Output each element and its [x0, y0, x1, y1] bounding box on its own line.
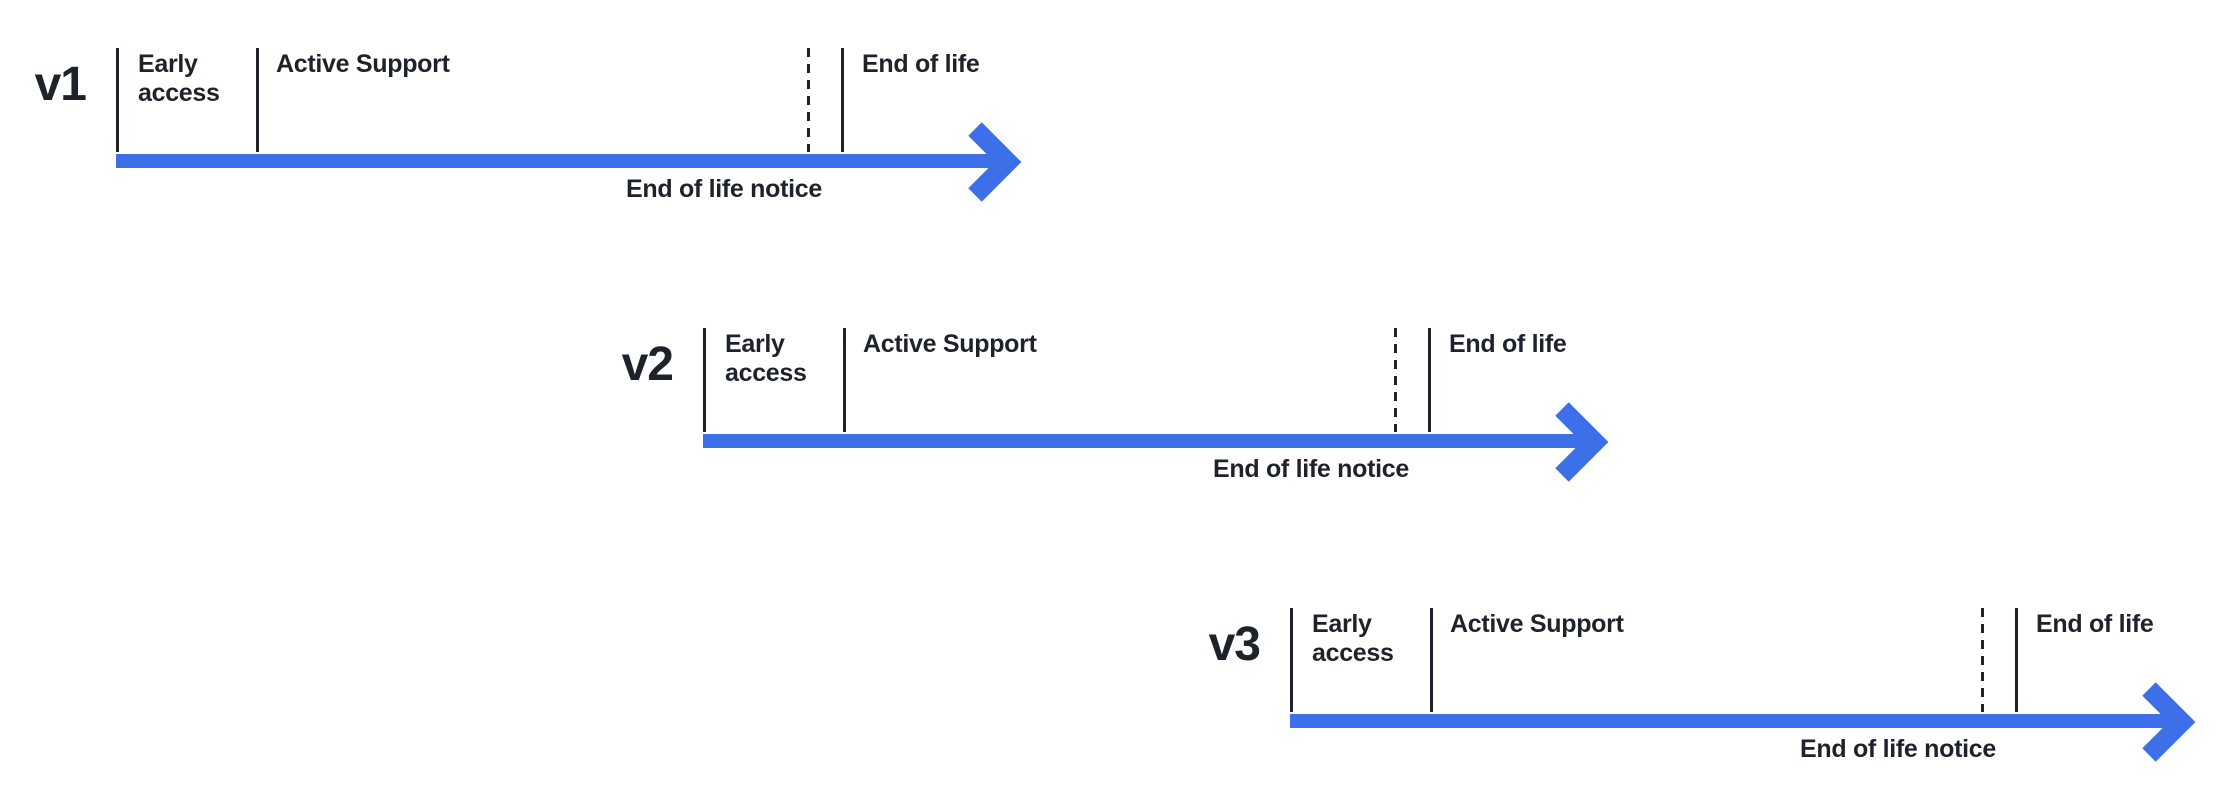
early-access-label: Early access — [1312, 610, 1394, 667]
active-support-start-tick — [1430, 608, 1433, 712]
timeline-arrow — [703, 402, 1609, 482]
early-access-start-tick — [703, 328, 706, 432]
end-of-life-notice-dashed-tick — [807, 48, 810, 152]
end-of-life-label: End of life — [862, 50, 980, 78]
early-access-label: Early access — [725, 330, 807, 387]
active-support-label: Active Support — [1450, 610, 1624, 638]
end-of-life-label: End of life — [2036, 610, 2154, 638]
end-of-life-label: End of life — [1449, 330, 1567, 358]
end-of-life-tick — [2015, 608, 2018, 712]
version-label: v1 — [34, 58, 87, 111]
end-of-life-tick — [1428, 328, 1431, 432]
version-label: v2 — [621, 338, 674, 391]
early-access-start-tick — [116, 48, 119, 152]
end-of-life-notice-label: End of life notice — [1213, 455, 1409, 483]
end-of-life-notice-dashed-tick — [1981, 608, 1984, 712]
early-access-start-tick — [1290, 608, 1293, 712]
timeline-v1: v1 Early access Active Support End of li… — [35, 48, 1058, 278]
active-support-start-tick — [256, 48, 259, 152]
timeline-arrow — [116, 122, 1022, 202]
version-label: v3 — [1208, 618, 1261, 671]
active-support-start-tick — [843, 328, 846, 432]
active-support-label: Active Support — [276, 50, 450, 78]
end-of-life-notice-label: End of life notice — [1800, 735, 1996, 763]
timeline-v3: v3 Early access Active Support End of li… — [1209, 608, 2228, 812]
end-of-life-notice-dashed-tick — [1394, 328, 1397, 432]
timeline-v2: v2 Early access Active Support End of li… — [622, 328, 1645, 558]
end-of-life-tick — [841, 48, 844, 152]
early-access-label: Early access — [138, 50, 220, 107]
active-support-label: Active Support — [863, 330, 1037, 358]
timeline-arrow — [1290, 682, 2196, 762]
end-of-life-notice-label: End of life notice — [626, 175, 822, 203]
